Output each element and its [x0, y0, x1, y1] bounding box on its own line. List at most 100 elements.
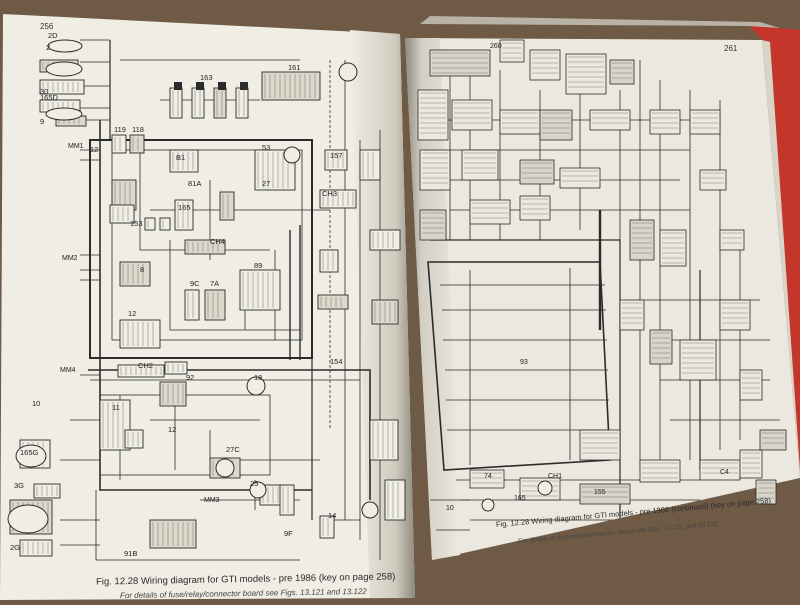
left-diagram-label: 27	[262, 179, 270, 188]
left-component-box	[169, 149, 199, 173]
plug-symbol	[196, 82, 204, 90]
left-component-box	[174, 199, 194, 231]
right-component-box	[499, 109, 541, 135]
motor-symbol	[215, 458, 235, 478]
left-component-box	[319, 249, 339, 273]
right-component-box	[619, 299, 645, 331]
left-diagram-label: 2D	[48, 31, 58, 40]
left-diagram-label: 118	[132, 125, 144, 134]
left-diagram-label: 10	[32, 399, 40, 408]
left-diagram-label: 91B	[124, 549, 137, 558]
motor-symbol	[537, 480, 553, 496]
right-diagram-label: 260	[490, 43, 502, 50]
left-diagram-label: MM1	[68, 143, 84, 150]
right-component-box	[649, 329, 673, 365]
lamp-symbol	[47, 39, 83, 53]
motor-symbol	[246, 376, 266, 396]
left-diagram-label: 119	[114, 125, 126, 134]
right-component-box	[419, 149, 451, 191]
lamp-symbol	[45, 61, 83, 77]
left-component-box	[359, 149, 381, 181]
left-diagram-label: 161	[288, 63, 301, 72]
left-diagram-label: 53	[262, 143, 270, 152]
left-component-box	[119, 261, 151, 287]
left-component-box	[164, 361, 188, 375]
right-diagram-label: 165	[514, 495, 526, 502]
right-component-box	[417, 89, 449, 141]
left-diagram-label: 165	[178, 203, 191, 212]
right-component-box	[629, 219, 655, 261]
right-component-box	[539, 109, 573, 141]
left-diagram-label: 81A	[188, 179, 201, 188]
plug-symbol	[240, 82, 248, 90]
left-diagram-label: B1	[176, 153, 185, 162]
right-component-box	[469, 469, 505, 489]
right-component-box	[639, 459, 681, 483]
left-component-box	[111, 134, 127, 154]
left-diagram-label: 8	[140, 265, 144, 274]
left-component-box	[319, 515, 335, 539]
left-component-box	[119, 319, 161, 349]
left-component-box	[279, 484, 295, 516]
left-diagram-label: 92	[186, 373, 194, 382]
left-diagram-label: 27C	[226, 445, 240, 454]
right-component-box	[679, 339, 717, 381]
left-component-box	[159, 217, 171, 231]
left-diagram-label: 18	[254, 373, 262, 382]
right-page-gutter-shade	[405, 38, 460, 560]
right-diagram-label: 155	[594, 489, 606, 496]
right-diagram-label: CH1	[548, 473, 562, 480]
left-diagram-label: 153	[130, 219, 143, 228]
left-component-box	[19, 539, 53, 557]
left-component-box	[144, 217, 156, 231]
right-page-number: 261	[724, 44, 738, 53]
right-diagram-label: 74	[484, 473, 492, 480]
left-diagram-label: 25	[250, 479, 258, 488]
left-diagram-label: 9F	[284, 529, 293, 538]
right-component-box	[565, 53, 607, 95]
right-component-box	[419, 209, 447, 241]
right-component-box	[451, 99, 493, 131]
left-component-box	[369, 419, 399, 461]
left-diagram-label: 9	[40, 117, 44, 126]
left-diagram-label: 89	[254, 261, 262, 270]
motor-symbol	[283, 146, 301, 164]
lamp-symbol	[45, 107, 83, 121]
left-diagram-label: 7A	[210, 279, 219, 288]
left-diagram-label: 9C	[190, 279, 200, 288]
left-component-box	[317, 294, 349, 310]
left-component-box	[261, 71, 321, 101]
left-diagram-label: 165D	[40, 93, 59, 102]
right-component-box	[609, 59, 635, 85]
right-component-box	[529, 49, 561, 81]
left-component-box	[99, 399, 131, 451]
left-component-box	[219, 191, 235, 221]
binder-top	[420, 16, 780, 28]
left-diagram-label: 12	[168, 425, 176, 434]
left-diagram-label: MM3	[204, 497, 220, 504]
left-diagram-label: 11	[112, 403, 120, 412]
left-component-box	[235, 87, 249, 119]
right-diagram-label: 93	[520, 359, 528, 366]
left-component-box	[184, 239, 226, 255]
motor-symbol	[481, 498, 495, 512]
plug-symbol	[174, 82, 182, 90]
right-component-box	[519, 195, 551, 221]
left-component-box	[369, 229, 401, 251]
left-diagram-label: 165G	[20, 448, 39, 457]
right-page-edge-stack	[762, 40, 800, 478]
left-diagram-label: MM2	[62, 255, 78, 262]
left-page-number: 256	[40, 22, 54, 31]
right-component-box	[699, 169, 727, 191]
right-component-box	[719, 229, 745, 251]
left-component-box	[191, 87, 205, 119]
right-diagram-label: 10	[446, 505, 454, 512]
left-diagram-label: 2G	[10, 543, 20, 552]
left-component-box	[213, 87, 227, 119]
motor-symbol	[338, 62, 358, 82]
right-component-box	[689, 109, 721, 135]
left-diagram-label: 14	[328, 511, 336, 520]
left-diagram-label: 157	[330, 151, 343, 160]
left-component-box	[129, 134, 145, 154]
